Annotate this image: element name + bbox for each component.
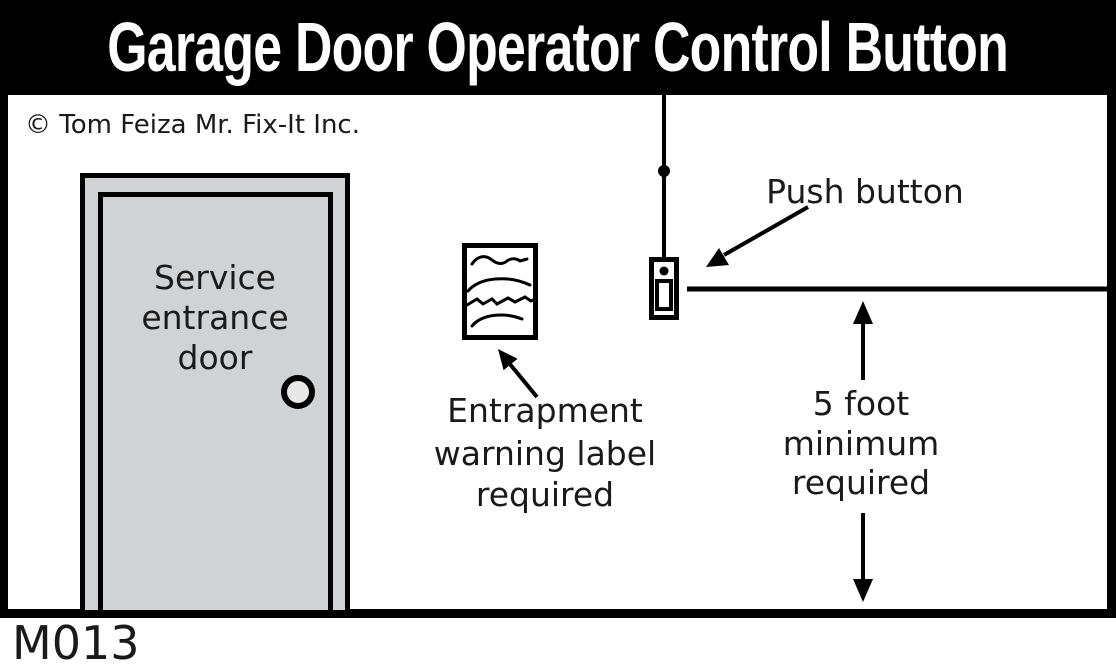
copyright-text: © Tom Feiza Mr. Fix-It Inc. <box>25 110 360 140</box>
push-button-indicator-dot <box>659 266 669 276</box>
door-label-line3: door <box>178 338 253 377</box>
door-knob <box>281 375 315 409</box>
five-foot-label-line2: minimum <box>783 424 940 463</box>
entrapment-label-text: Entrapment warning label required <box>434 391 656 514</box>
entrapment-warning-label: Entrapment warning label required <box>434 243 656 514</box>
warning-label-squiggle-text <box>465 255 537 328</box>
push-button-arrow <box>706 205 809 267</box>
height-dimension: 5 foot minimum required <box>687 286 1107 602</box>
service-entrance-door: Service entrance door <box>80 173 350 615</box>
five-foot-label: 5 foot minimum required <box>783 384 940 502</box>
title-bar: Garage Door Operator Control Button <box>0 0 1116 95</box>
five-foot-label-line3: required <box>792 463 930 502</box>
entrapment-label-line3: required <box>476 475 614 514</box>
garage-diagram: © Tom Feiza Mr. Fix-It Inc. Service entr… <box>0 95 1116 666</box>
door-label: Service entrance door <box>141 258 288 377</box>
diagram-code: M013 <box>12 616 140 666</box>
frame-border-left <box>0 95 8 618</box>
door-label-line1: Service <box>154 258 276 297</box>
five-foot-label-line1: 5 foot <box>813 384 909 423</box>
door-label-line2: entrance <box>141 298 288 337</box>
five-foot-down-arrow <box>853 513 873 602</box>
diagram-frame-border <box>0 95 1116 618</box>
push-button-label: Push button <box>766 172 964 211</box>
floor-line <box>0 609 1116 618</box>
entrapment-arrow <box>498 349 539 399</box>
five-foot-up-arrow <box>853 301 873 380</box>
push-button-assembly: Push button <box>649 95 964 320</box>
page-title: Garage Door Operator Control Button <box>107 8 1010 86</box>
frame-border-right <box>1107 95 1116 618</box>
wire-junction-dot <box>658 165 670 177</box>
entrapment-label-line2: warning label <box>434 434 656 473</box>
push-button-key <box>655 279 673 311</box>
entrapment-label-line1: Entrapment <box>447 391 643 430</box>
